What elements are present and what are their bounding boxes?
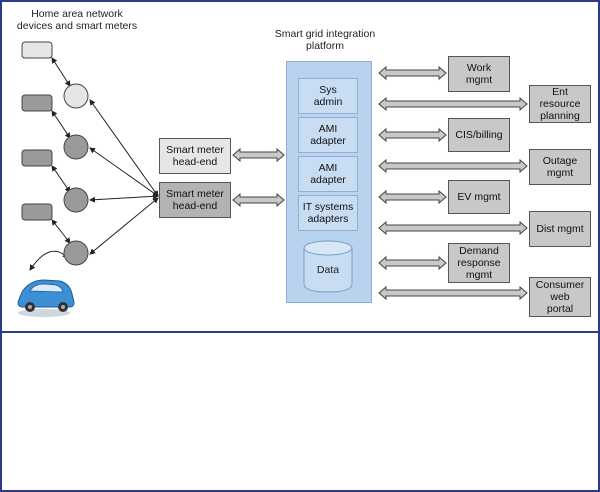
platform-system-arrow — [379, 257, 446, 269]
system-ev-mgmt: EV mgmt — [448, 180, 510, 214]
meter-headend-link — [90, 198, 158, 254]
system-consumer-portal: Consumer web portal — [529, 277, 591, 317]
home-device-1 — [22, 42, 52, 58]
device-meter-link — [52, 166, 70, 192]
platform-system-arrow — [379, 287, 527, 299]
meter-headend-link — [90, 100, 158, 196]
smart-meter-2 — [64, 135, 88, 159]
device-meter-link — [52, 220, 70, 243]
smart-meter-4 — [64, 241, 88, 265]
platform-system-arrow — [379, 191, 446, 203]
smart-meter-3 — [64, 188, 88, 212]
meter-headend-link — [90, 148, 158, 196]
electric-car-icon — [18, 280, 74, 317]
car-meter-link — [30, 251, 68, 270]
headend-platform-arrow — [233, 149, 284, 161]
system-work-mgmt: Work mgmt — [448, 56, 510, 92]
system-erp: Ent resource planning — [529, 85, 591, 123]
platform-module-it-adapters: IT systems adapters — [298, 195, 358, 231]
platform-module-ami-adapter-2: AMI adapter — [298, 156, 358, 192]
device-meter-link — [52, 58, 70, 86]
system-dist-mgmt: Dist mgmt — [529, 211, 591, 247]
platform-system-arrow — [379, 129, 446, 141]
home-device-4 — [22, 204, 52, 220]
platform-module-ami-adapter-1: AMI adapter — [298, 117, 358, 153]
home-device-2 — [22, 95, 52, 111]
platform-module-sys-admin: Sys admin — [298, 78, 358, 114]
home-device-3 — [22, 150, 52, 166]
smart-meter-1 — [64, 84, 88, 108]
data-store-label: Data — [304, 264, 352, 276]
meter-headend-link — [90, 196, 158, 200]
headend-platform-arrow — [233, 194, 284, 206]
headend-box-2: Smart meter head-end — [159, 182, 231, 218]
system-demand-response: Demand response mgmt — [448, 243, 510, 283]
system-outage-mgmt: Outage mgmt — [529, 149, 591, 185]
platform-system-arrow — [379, 98, 527, 110]
platform-system-arrow — [379, 222, 527, 234]
platform-system-arrow — [379, 67, 446, 79]
system-cis-billing: CIS/billing — [448, 118, 510, 152]
device-meter-link — [52, 111, 70, 138]
platform-system-arrow — [379, 160, 527, 172]
headend-box-1: Smart meter head-end — [159, 138, 231, 174]
